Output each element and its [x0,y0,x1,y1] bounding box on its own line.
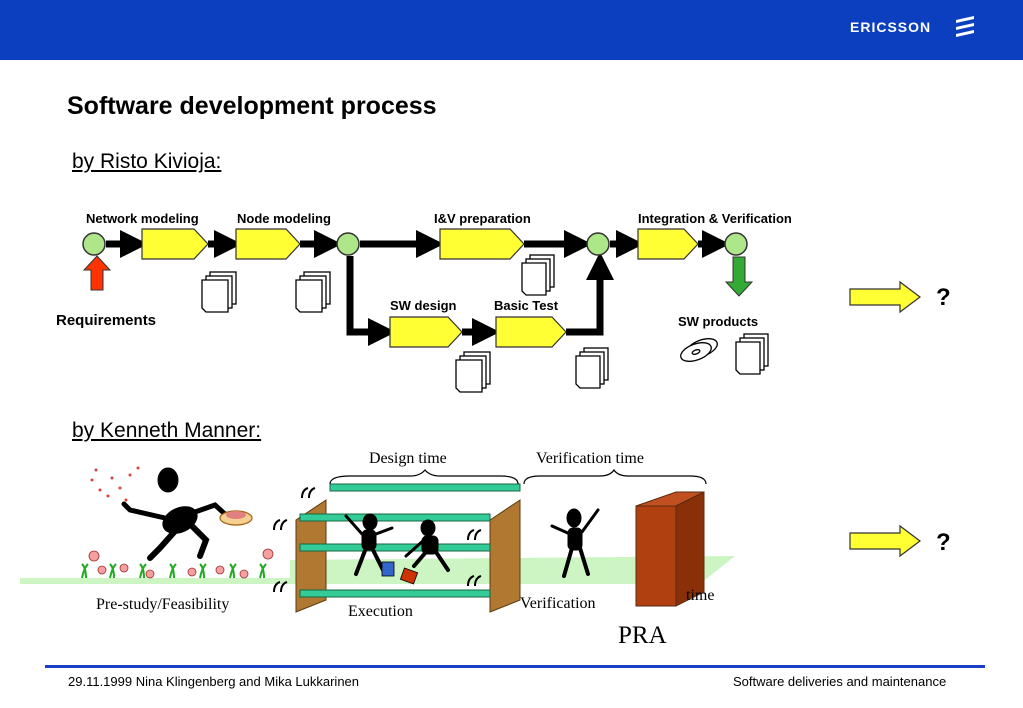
footer-right-text: Software deliveries and maintenance [733,674,947,689]
pie-icon [219,510,253,526]
label-time: time [686,587,715,604]
label-sw-products: SW products [678,314,759,329]
worker-person-icon [404,519,450,572]
node-circle [724,232,748,256]
outcome-arrow-icon [849,280,921,314]
footer-divider [45,665,985,668]
page-title: Software development process [67,92,437,120]
document-stack-icon [201,271,237,313]
process-box-sw-design [389,316,463,348]
ericsson-logo-icon [956,16,974,37]
document-stack-icon [735,333,769,375]
node-circle [336,232,360,256]
label-basic-test: Basic Test [494,298,559,313]
cd-disc-icon [680,338,718,362]
question-mark-1: ? [936,284,951,311]
petals-icon [90,466,140,502]
process-box-integration [637,228,699,260]
process-box-iv-preparation [439,228,525,260]
header-bar: ERICSSON [0,0,1023,60]
grass-icon [81,563,267,579]
ground-strip [20,556,735,584]
label-iv-preparation: I&V preparation [434,211,531,226]
label-pra: PRA [618,622,667,649]
process-box-basic-test [495,316,567,348]
design-structure [295,483,521,613]
section1-heading: by Risto Kivioja: [72,150,222,173]
requirements-arrow-icon [82,255,112,291]
document-stack-icon [295,271,331,313]
time-brace [329,468,707,485]
question-mark-2: ? [936,529,951,556]
quote-marks-icon [273,487,482,593]
label-requirements: Requirements [56,312,157,329]
box-object-icon [399,567,419,585]
process-box-network-modeling [141,228,209,260]
box-object-icon [381,561,395,577]
document-stack-icon [521,254,555,296]
label-network-modeling: Network modeling [86,211,199,226]
node-circle [586,232,610,256]
document-stack-icon [575,347,609,389]
brand-name: ERICSSON [850,19,932,35]
label-sw-design: SW design [390,298,457,313]
flower-icon [88,548,274,579]
label-verification: Verification [520,595,596,612]
process-box-node-modeling [235,228,301,260]
label-design-time: Design time [369,450,447,467]
section2-heading: by Kenneth Manner: [72,419,262,442]
label-node-modeling: Node modeling [237,211,331,226]
flow-connectors [106,230,730,346]
label-verification-time: Verification time [536,450,644,467]
sw-products-arrow-icon [724,256,754,297]
footer-left-text: 29.11.1999 Nina Klingenberg and Mika Luk… [68,674,360,689]
label-integration-verification: Integration & Verification [638,211,792,226]
outcome-arrow-icon [849,524,921,558]
document-stack-icon [455,351,491,393]
pra-wall [635,491,705,607]
node-circle [82,232,106,256]
running-person-icon [121,467,229,561]
label-prestudy: Pre-study/Feasibility [96,596,230,613]
label-execution: Execution [348,603,413,620]
tester-person-icon [550,508,600,578]
